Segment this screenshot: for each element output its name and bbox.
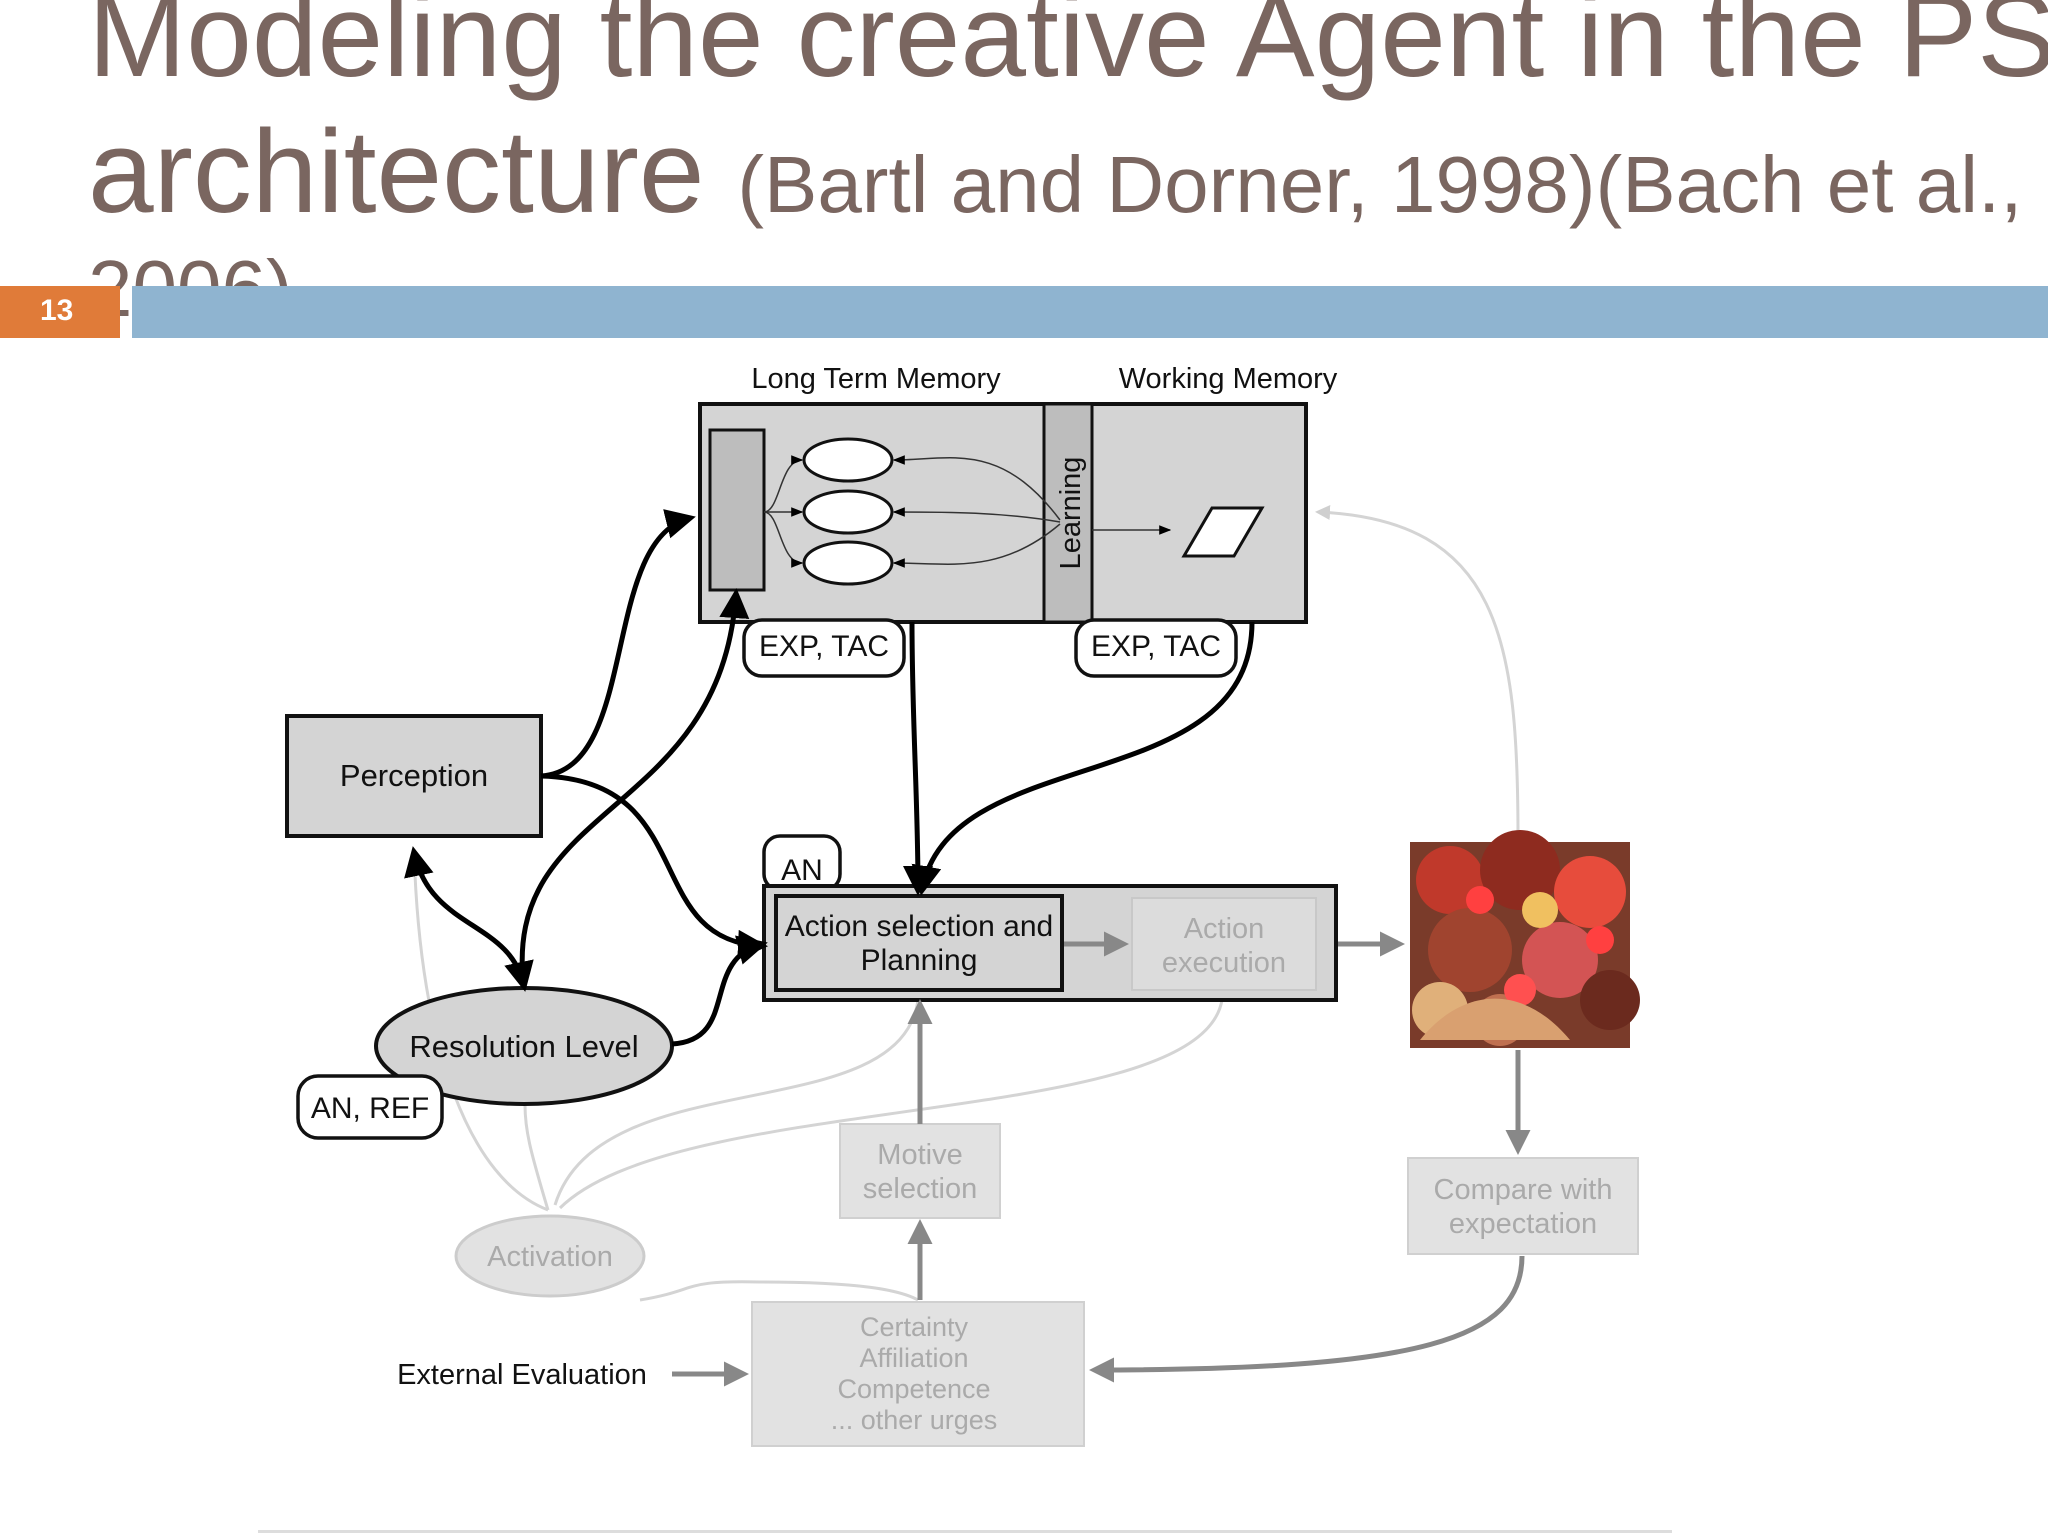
action-selection-box (774, 894, 1064, 992)
learning-label: Learning (1055, 457, 1087, 570)
activation-label: Activation (487, 1241, 613, 1273)
title-citation: (Bartl and Dorner, 1998)(Bach et al., (737, 140, 2023, 229)
learning-bar (1042, 402, 1094, 624)
urges-box: Certainty Affiliation Competence ... oth… (751, 1301, 1085, 1447)
action-selection-label-2: Planning (861, 944, 978, 977)
an-tag-label: AN (781, 854, 823, 887)
slide-title: Modeling the creative Agent in the PSI a… (88, 0, 2048, 329)
perception-to-ltm-arrow (540, 509, 696, 779)
exp-tac-wm-label: EXP, TAC (1091, 630, 1221, 663)
slide-number: 13 (40, 294, 74, 327)
activation-to-urges-link (639, 1280, 919, 1302)
activation-node: Activation (454, 1214, 646, 1298)
an-ref-tag (296, 1074, 444, 1140)
motive-selection-label-1: Motive (877, 1139, 962, 1171)
creative-artwork-image (1410, 830, 1640, 1048)
ltm-to-action-arrow (902, 621, 933, 896)
memory-node-1 (802, 437, 894, 483)
motive-selection-label-2: selection (863, 1173, 977, 1205)
resolution-to-perception-arrow (404, 846, 534, 992)
action-selection-label-1: Action selection and (785, 910, 1054, 943)
activation-to-execution-link (558, 999, 1224, 1210)
exp-tac-ltm-label: EXP, TAC (759, 630, 889, 663)
action-execution-box (1131, 897, 1317, 991)
primary-connectors (404, 509, 1255, 1047)
activation-to-resolution-link (523, 1104, 550, 1211)
resolution-level-label: Resolution Level (409, 1029, 638, 1064)
an-ref-label: AN, REF (311, 1092, 429, 1125)
urges-label-3: Competence (837, 1374, 990, 1404)
working-memory-parallelogram (1181, 506, 1265, 558)
urges-label-2: Affiliation (859, 1343, 968, 1373)
urges-label-1: Certainty (860, 1312, 969, 1342)
activation-to-action-link (553, 999, 920, 1206)
exp-tac-tags: EXP, TAC EXP, TAC (742, 618, 1238, 678)
footer-rule (258, 1530, 1672, 1533)
compare-label-2: expectation (1449, 1208, 1597, 1240)
perception-label: Perception (340, 758, 488, 793)
header-rule (132, 286, 2048, 338)
motive-selection-box: Motive selection (839, 1123, 1001, 1219)
resolution-level-node: Resolution Level AN, REF (296, 986, 674, 1140)
memory-block: Long Term Memory Working Memory Learning (698, 363, 1338, 624)
wm-to-action-arrow (911, 621, 1255, 896)
external-evaluation-label: External Evaluation (397, 1359, 647, 1391)
resolution-to-action-arrow (671, 935, 768, 1047)
perception-box: Perception (285, 714, 543, 838)
urges-label-4: ... other urges (831, 1405, 998, 1435)
title-line-1: Modeling the creative Agent in the PSI (88, 0, 2048, 102)
action-block: AN Action selection and Planning Action … (762, 834, 1405, 1002)
compare-label-1: Compare with (1434, 1174, 1613, 1206)
resolution-to-ltm-arrow (519, 588, 750, 989)
perception-to-action-arrow (540, 773, 768, 960)
ltm-input-bar (708, 428, 766, 592)
compare-expectation-box: Compare with expectation (1407, 1157, 1639, 1255)
memory-node-3 (802, 540, 894, 586)
slide-number-bar (0, 286, 120, 338)
action-execution-label-2: execution (1162, 947, 1286, 979)
action-execution-label-1: Action (1184, 913, 1265, 945)
long-term-memory-label: Long Term Memory (751, 363, 1001, 395)
memory-node-2 (802, 489, 894, 535)
title-line-2: architecture (Bartl and Dorner, 1998)(Ba… (88, 104, 2048, 253)
working-memory-label: Working Memory (1119, 363, 1338, 395)
title-architecture: architecture (88, 106, 705, 238)
image-to-working-memory-link (1315, 505, 1520, 839)
